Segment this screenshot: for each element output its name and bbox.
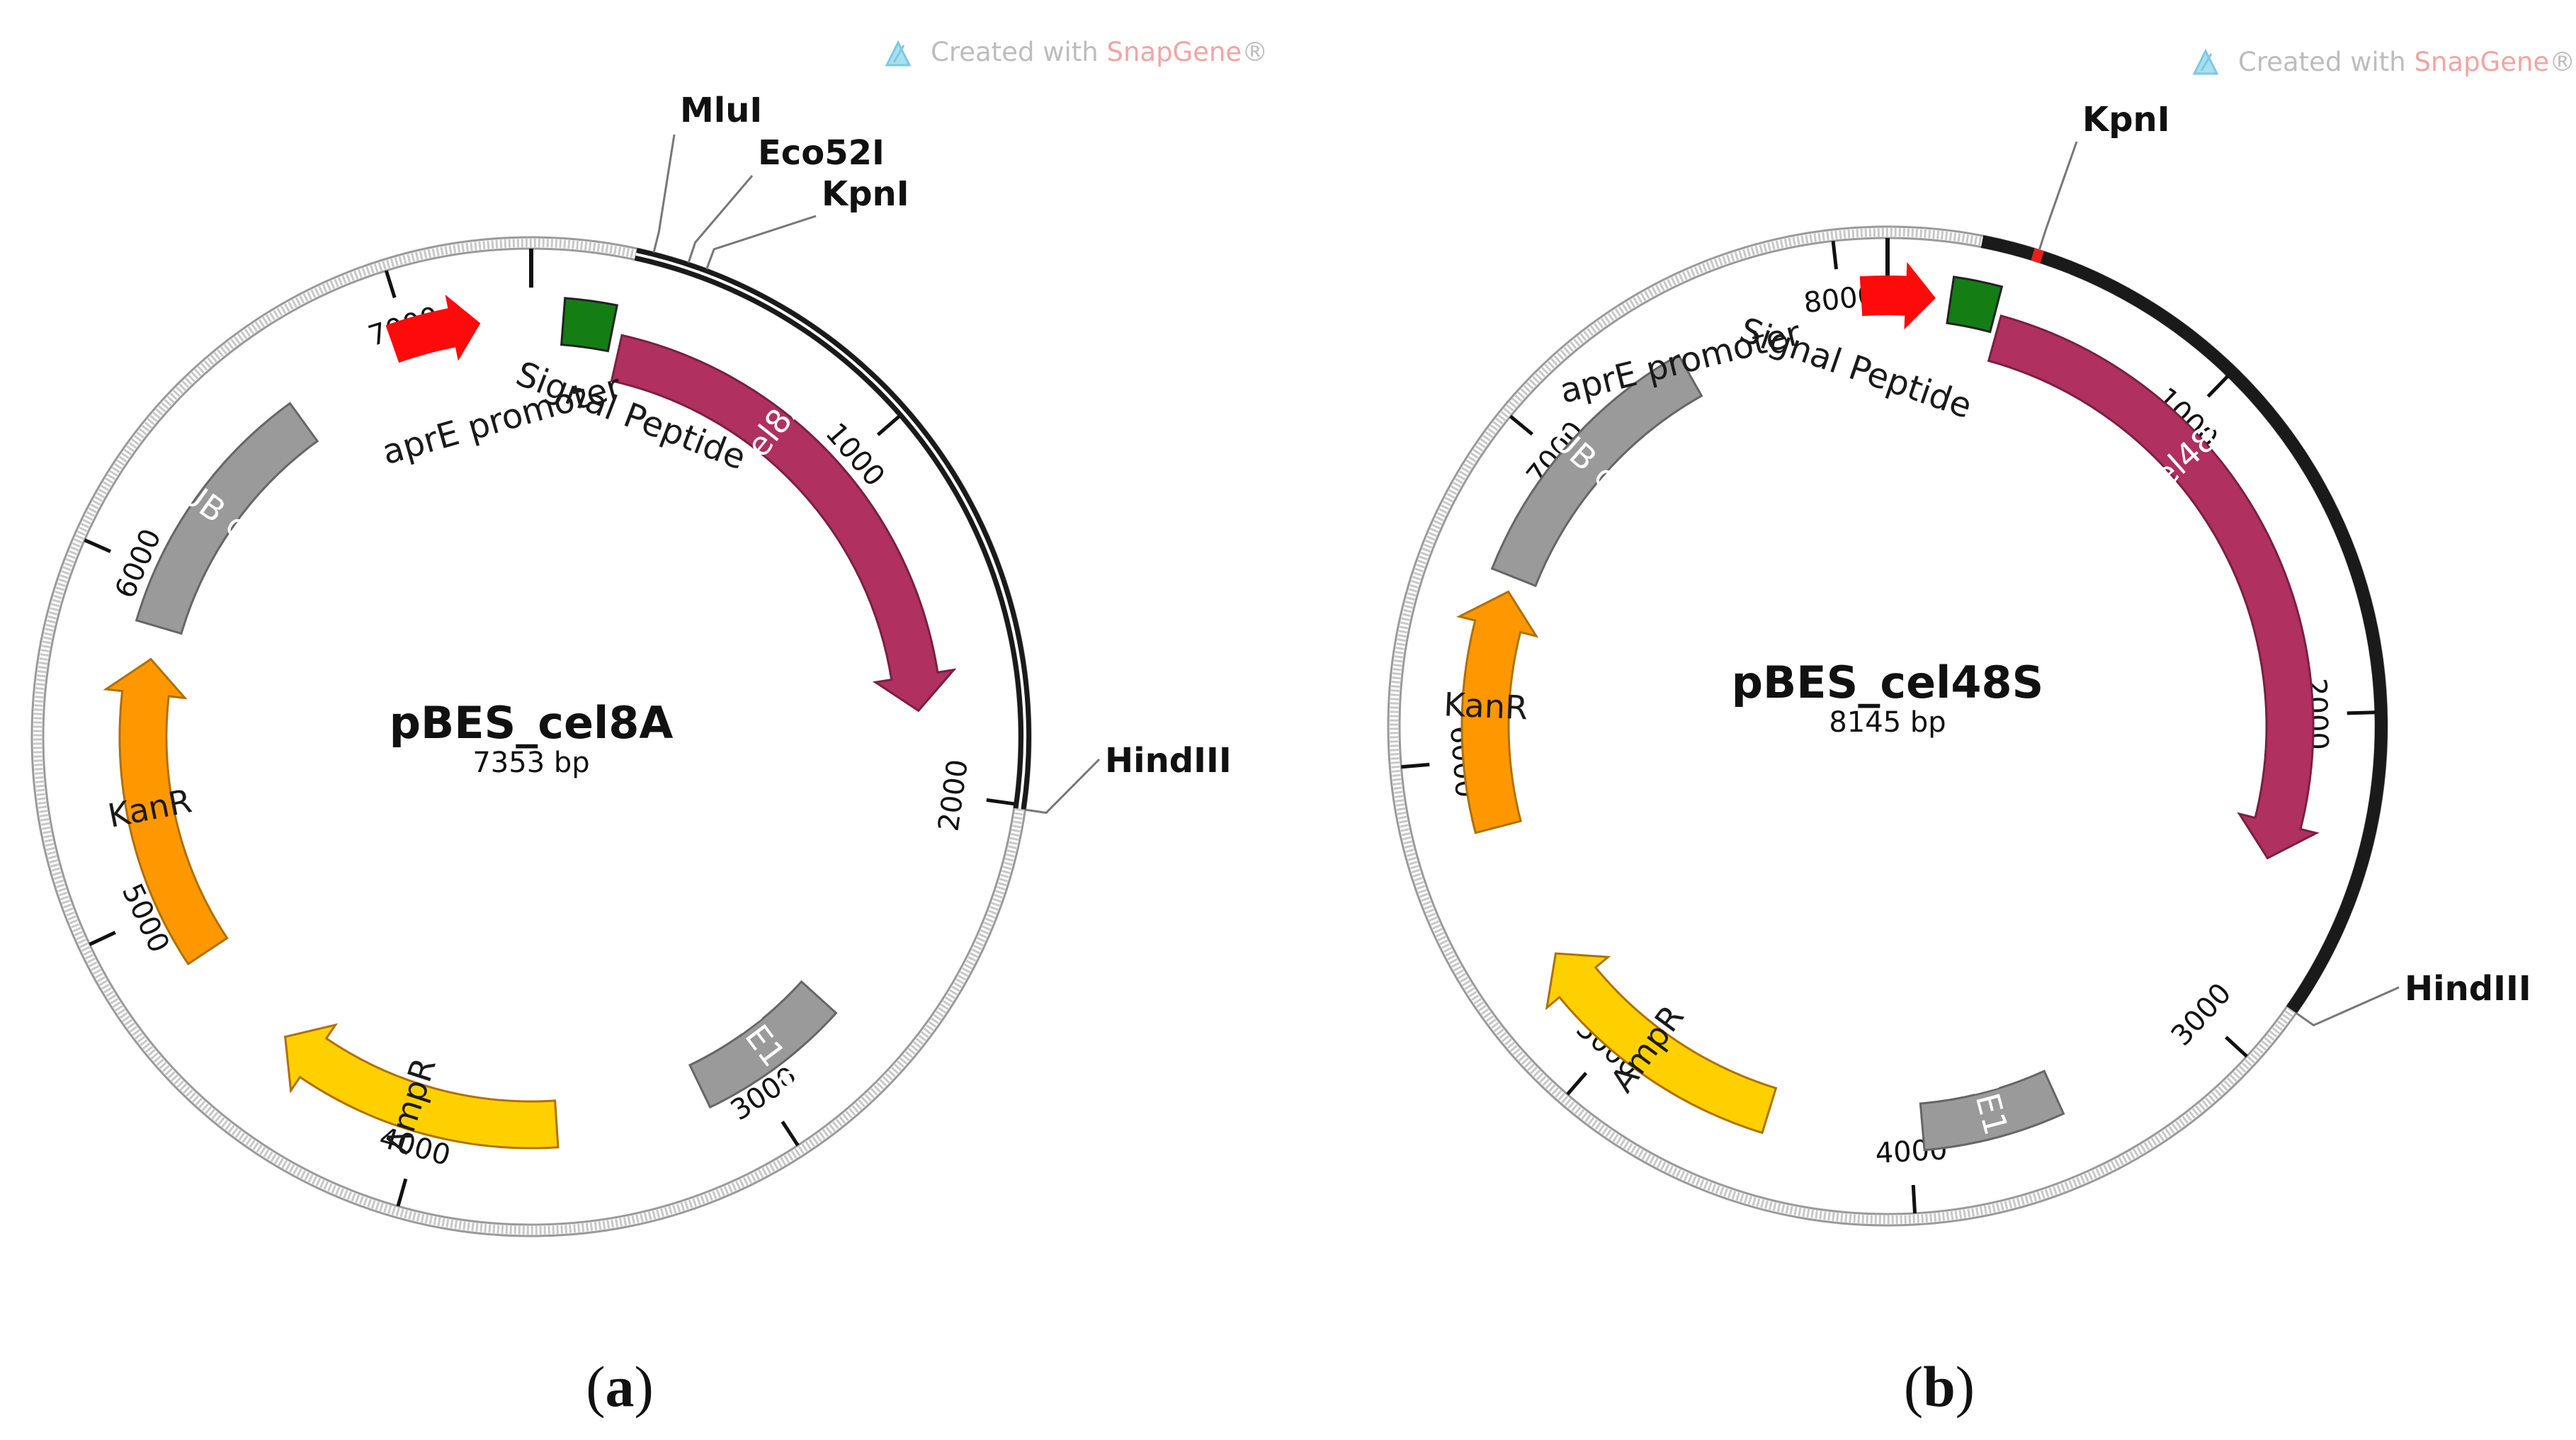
restriction-site-mlui[interactable]: MluI (652, 91, 762, 253)
plasmid-length: 7353 bp (472, 747, 589, 779)
feature-kanr[interactable]: KanR (103, 657, 229, 965)
feature-cole1-ori[interactable]: ColE1 ori (1919, 1039, 2065, 1190)
tick-label: 2000 (932, 757, 975, 833)
watermark-text: Created with SnapGene® (931, 37, 1268, 67)
plasmid-name: pBES_cel48S (1732, 657, 2044, 708)
watermark-b: Created with SnapGene® (2192, 47, 2575, 77)
site-leader-line (652, 134, 676, 253)
feature-block (135, 402, 319, 635)
feature-arrow (610, 334, 957, 713)
tick-mark (876, 414, 901, 436)
tick-mark (1911, 1184, 1917, 1214)
site-leader-line (2038, 141, 2078, 251)
site-leader-line (2296, 986, 2400, 1027)
tick-mark (1401, 762, 1430, 769)
site-label: HindIII (1105, 741, 1232, 781)
feature-cel48s[interactable]: cel48S (1987, 314, 2320, 860)
feature-kanr[interactable]: KanR (1443, 590, 1539, 834)
kpni-site-mark (2031, 248, 2045, 263)
watermark-text: Created with SnapGene® (2238, 47, 2575, 77)
feature-cel8a[interactable]: cel8A (610, 334, 957, 713)
site-leader-line (1025, 758, 1101, 815)
watermark-brand: SnapGene (2414, 47, 2549, 77)
tick-mark (1831, 241, 1839, 270)
feature-label: KanR (1443, 685, 1528, 727)
insert-band (1980, 235, 2388, 1014)
tick-mark (84, 538, 112, 553)
feature-arrow (1545, 952, 1778, 1135)
feature-apre-promoter[interactable] (385, 295, 481, 363)
watermark-a: Created with SnapGene® (885, 37, 1268, 67)
signal-peptide-label: Signal Peptide (1735, 310, 1977, 426)
site-leader-line (705, 215, 817, 270)
feature-arrow (103, 657, 229, 965)
site-label: MluI (680, 91, 762, 130)
restriction-site-hindiii[interactable]: HindIII (1025, 741, 1232, 815)
feature-arrow (1987, 314, 2320, 860)
promoter-arrow (385, 295, 481, 363)
plasmid-name: pBES_cel8A (390, 697, 674, 749)
tick-label: 3000 (2165, 977, 2238, 1052)
site-label: Eco52I (758, 133, 885, 173)
feature-signal-peptide[interactable] (560, 297, 619, 353)
snapgene-logo-icon (885, 40, 912, 67)
insert-band (634, 248, 1031, 810)
tick-mark (986, 798, 1015, 806)
restriction-site-eco52i[interactable]: Eco52I (687, 133, 885, 263)
plasmid-length: 8145 bp (1829, 706, 1946, 739)
feature-block (1919, 1070, 2065, 1152)
tick-mark (2206, 375, 2230, 398)
signal-peptide-block (560, 297, 619, 353)
plasmid-map-a: 1000200030004000500060007000MluIEco52IKp… (30, 91, 1232, 1237)
tick-mark (396, 1178, 408, 1207)
feature-pub-ori[interactable]: pUB ori (135, 402, 319, 635)
site-label: HindIII (2405, 969, 2531, 1009)
promoter-arrow (1859, 261, 1936, 330)
restriction-site-kpni[interactable]: KpnI (705, 174, 909, 270)
tick-mark (1509, 414, 1534, 436)
tick-mark (2225, 1036, 2248, 1058)
caption-a: (a) (586, 1354, 654, 1419)
watermark-brand: SnapGene (1106, 37, 1242, 67)
restriction-site-kpni[interactable]: KpnI (2031, 100, 2170, 263)
site-label: KpnI (2082, 100, 2170, 140)
restriction-site-hindiii[interactable]: HindIII (2296, 969, 2531, 1027)
tick-mark (384, 270, 397, 299)
plasmid-map-b: 10002000300040005000600070008000KpnIHind… (1387, 100, 2531, 1227)
feature-block (1490, 353, 1703, 588)
site-leader-line (687, 175, 754, 263)
feature-arrow (283, 1023, 560, 1150)
feature-apre-promoter[interactable] (1859, 261, 1936, 330)
tick-mark (781, 1121, 800, 1147)
feature-signal-peptide[interactable] (1946, 276, 2004, 334)
feature-block (688, 980, 838, 1109)
signal-peptide-block (1946, 276, 2004, 334)
insert-band-split (635, 252, 1026, 810)
tick-mark (89, 931, 116, 946)
tick-mark (1566, 1072, 1588, 1096)
feature-label: KanR (105, 781, 195, 835)
feature-arrow (1456, 590, 1539, 834)
caption-b: (b) (1904, 1354, 1975, 1419)
snapgene-logo-icon (2192, 48, 2219, 75)
insert-band-arc (1980, 235, 2388, 1014)
site-label: KpnI (822, 174, 909, 214)
